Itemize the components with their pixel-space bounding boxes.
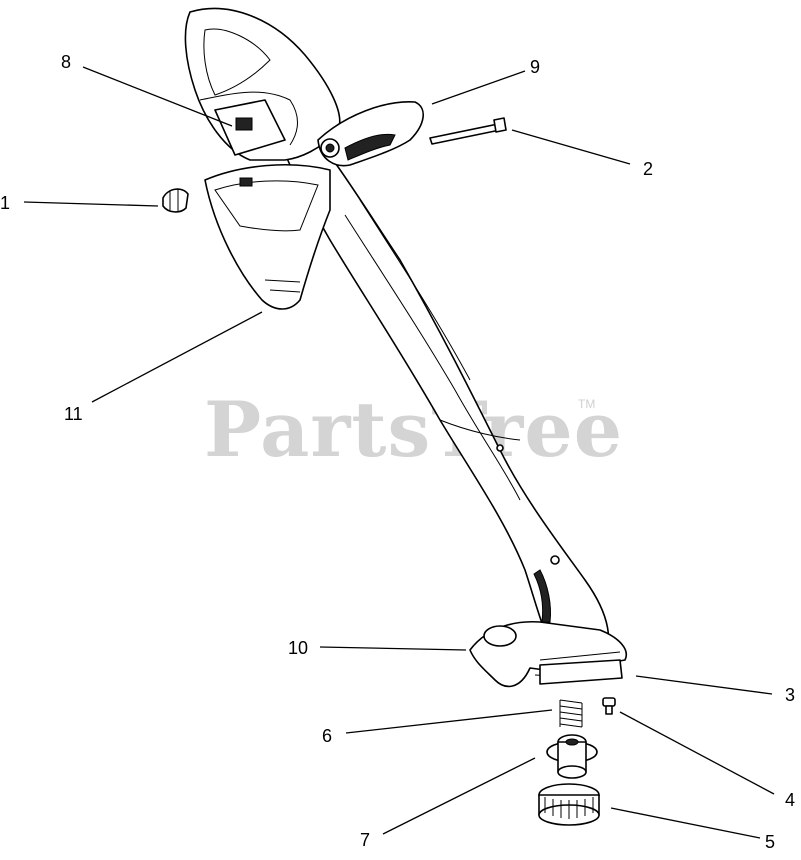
- watermark-trademark: TM: [578, 397, 595, 411]
- knob-part-1: [162, 188, 189, 213]
- callout-4: 4: [785, 790, 795, 810]
- trimmer-assembly: [184, 7, 627, 688]
- spring-part-6: [559, 699, 583, 728]
- callout-7: 7: [360, 830, 370, 850]
- leader-3: [635, 675, 773, 695]
- callout-11: 11: [64, 404, 83, 424]
- watermark-text: PartsTree: [204, 385, 623, 474]
- callout-8: 8: [61, 52, 71, 72]
- leader-8: [82, 66, 233, 127]
- leader-9: [431, 70, 526, 105]
- auxiliary-handle: [317, 101, 424, 167]
- leader-4: [619, 711, 775, 795]
- callout-2: 2: [643, 159, 653, 179]
- spool-cap-part-5: [538, 783, 600, 826]
- bolt-part-2: [429, 117, 507, 145]
- leader-7: [382, 757, 536, 835]
- leader-6: [345, 709, 553, 734]
- callout-1: 1: [0, 193, 10, 213]
- callout-6: 6: [322, 726, 332, 746]
- leader-10: [319, 646, 467, 651]
- rear-guard: [204, 164, 331, 310]
- callout-3: 3: [785, 685, 795, 705]
- callout-labels: 1 2 3 4 5 6 7 8 9 10 11: [0, 52, 795, 852]
- callout-9: 9: [530, 57, 540, 77]
- callout-10: 10: [288, 638, 308, 658]
- callout-5: 5: [765, 832, 775, 852]
- leader-1: [23, 201, 159, 207]
- spool-part-7: [546, 734, 598, 779]
- leader-11: [91, 311, 263, 403]
- spool-housing: [539, 659, 623, 685]
- leader-2: [511, 129, 631, 165]
- leader-5: [610, 807, 761, 839]
- leader-lines: [23, 66, 775, 839]
- screw-part-4: [602, 697, 616, 715]
